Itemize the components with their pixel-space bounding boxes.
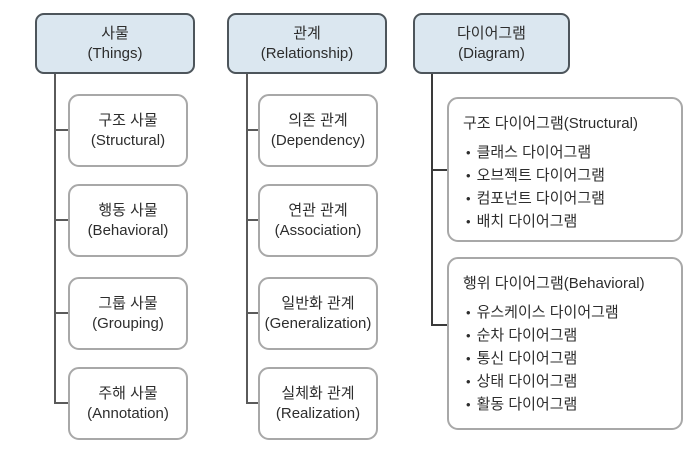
grouping-things-en: (Grouping) (92, 314, 164, 332)
list-item: • 통신 다이어그램 (463, 347, 667, 370)
realization-relation-box: 실체화 관계 (Realization) (258, 367, 378, 440)
relationship-header-box: 관계 (Relationship) (227, 13, 387, 74)
list-item-label: 오브젝트 다이어그램 (476, 167, 605, 184)
list-item-label: 유스케이스 다이어그램 (476, 304, 619, 321)
things-header-box: 사물 (Things) (35, 13, 195, 74)
generalization-relation-en: (Generalization) (264, 314, 372, 332)
list-item-label: 컴포넌트 다이어그램 (476, 190, 605, 207)
list-item-label: 순차 다이어그램 (476, 327, 578, 344)
things-header-en: (Things) (87, 44, 143, 62)
list-item: • 활동 다이어그램 (463, 393, 667, 416)
relationship-header-en: (Relationship) (260, 44, 354, 62)
behavioral-diagrams-box: 행위 다이어그램(Behavioral) • 유스케이스 다이어그램 • 순차 … (447, 257, 683, 430)
annotation-things-en: (Annotation) (87, 404, 169, 422)
realization-relation-ko: 실체화 관계 (281, 384, 355, 402)
bullet-icon: • (466, 191, 471, 206)
relationship-header-ko: 관계 (293, 24, 321, 42)
bullet-icon: • (466, 305, 471, 320)
things-branch-line (54, 312, 68, 314)
things-branch-line (54, 402, 68, 404)
list-item: • 배치 다이어그램 (463, 210, 667, 233)
association-relation-ko: 연관 관계 (288, 201, 348, 219)
list-item-label: 통신 다이어그램 (476, 350, 578, 367)
list-item-label: 활동 다이어그램 (476, 396, 578, 413)
annotation-things-box: 주해 사물 (Annotation) (68, 367, 188, 440)
behavioral-things-en: (Behavioral) (87, 221, 169, 239)
generalization-relation-box: 일반화 관계 (Generalization) (258, 277, 378, 350)
structural-diagrams-box: 구조 다이어그램(Structural) • 클래스 다이어그램 • 오브젝트 … (447, 97, 683, 242)
things-branch-line (54, 219, 68, 221)
dependency-relation-box: 의존 관계 (Dependency) (258, 94, 378, 167)
list-item-label: 클래스 다이어그램 (476, 144, 592, 161)
bullet-icon: • (466, 168, 471, 183)
things-header-ko: 사물 (101, 24, 129, 42)
diagram-header-box: 다이어그램 (Diagram) (413, 13, 570, 74)
relationship-branch-line (246, 219, 258, 221)
list-item-label: 상태 다이어그램 (476, 373, 578, 390)
list-item: • 클래스 다이어그램 (463, 141, 667, 164)
list-item: • 유스케이스 다이어그램 (463, 301, 667, 324)
behavioral-diagrams-title: 행위 다이어그램(Behavioral) (463, 275, 645, 292)
diagram-header-ko: 다이어그램 (456, 24, 526, 42)
relationship-tree-trunk-line (246, 74, 248, 404)
association-relation-en: (Association) (274, 221, 362, 239)
bullet-icon: • (466, 214, 471, 229)
list-item: • 순차 다이어그램 (463, 324, 667, 347)
list-item: • 컴포넌트 다이어그램 (463, 187, 667, 210)
bullet-icon: • (466, 145, 471, 160)
diagram-branch-line (431, 169, 447, 171)
structural-things-ko: 구조 사물 (98, 111, 158, 129)
annotation-things-ko: 주해 사물 (98, 384, 158, 402)
relationship-branch-line (246, 312, 258, 314)
bullet-icon: • (466, 374, 471, 389)
structural-diagrams-title: 구조 다이어그램(Structural) (463, 115, 638, 132)
grouping-things-ko: 그룹 사물 (98, 294, 158, 312)
list-item-label: 배치 다이어그램 (476, 213, 578, 230)
dependency-relation-ko: 의존 관계 (288, 111, 348, 129)
association-relation-box: 연관 관계 (Association) (258, 184, 378, 257)
realization-relation-en: (Realization) (275, 404, 361, 422)
structural-things-en: (Structural) (90, 131, 166, 149)
diagram-header-en: (Diagram) (458, 44, 525, 62)
bullet-icon: • (466, 328, 471, 343)
things-tree-trunk-line (54, 74, 56, 404)
dependency-relation-en: (Dependency) (270, 131, 366, 149)
bullet-icon: • (466, 351, 471, 366)
diagram-tree-trunk-line (431, 74, 433, 326)
list-item: • 상태 다이어그램 (463, 370, 667, 393)
diagram-branch-line (431, 324, 447, 326)
grouping-things-box: 그룹 사물 (Grouping) (68, 277, 188, 350)
generalization-relation-ko: 일반화 관계 (281, 294, 355, 312)
things-branch-line (54, 129, 68, 131)
behavioral-things-box: 행동 사물 (Behavioral) (68, 184, 188, 257)
structural-things-box: 구조 사물 (Structural) (68, 94, 188, 167)
behavioral-things-ko: 행동 사물 (98, 201, 158, 219)
list-item: • 오브젝트 다이어그램 (463, 164, 667, 187)
relationship-branch-line (246, 402, 258, 404)
bullet-icon: • (466, 397, 471, 412)
relationship-branch-line (246, 129, 258, 131)
